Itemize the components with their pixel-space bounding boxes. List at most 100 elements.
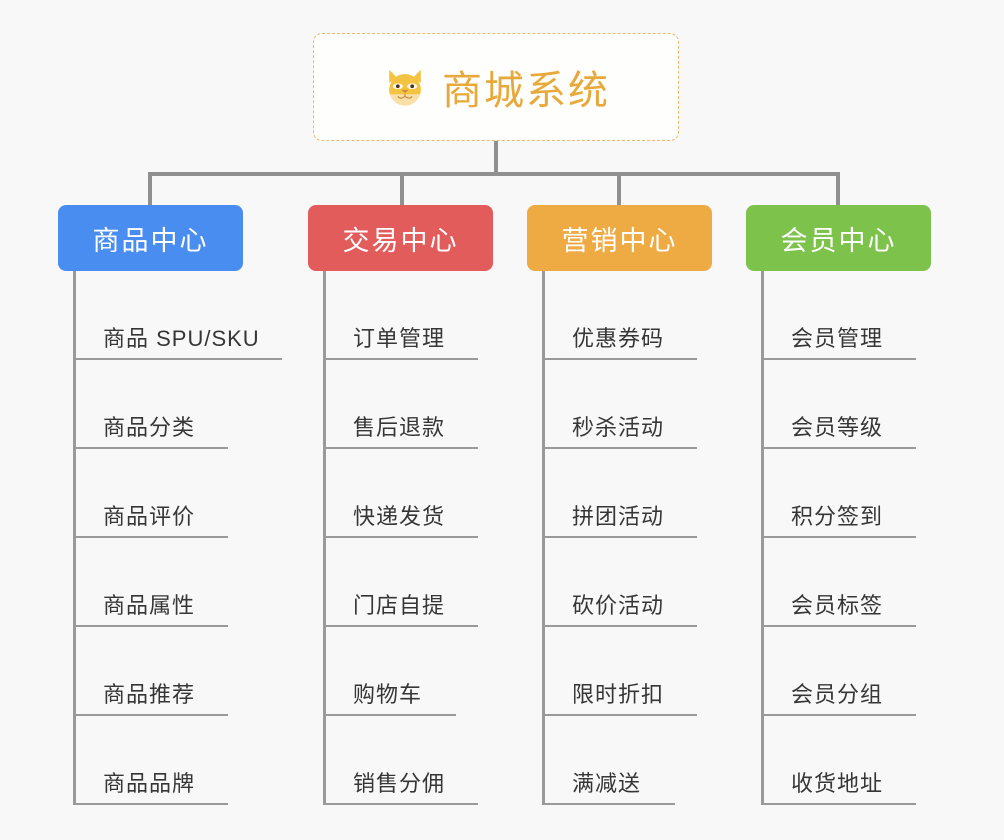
leaf-item[interactable]: 商品 SPU/SKU: [58, 271, 282, 360]
leaf-item-underline: [323, 714, 456, 716]
leaf-item-underline: [323, 447, 478, 449]
leaf-item[interactable]: 销售分佣: [308, 716, 493, 805]
leaf-item[interactable]: 优惠券码: [527, 271, 712, 360]
leaf-item[interactable]: 商品评价: [58, 449, 243, 538]
leaf-item[interactable]: 积分签到: [746, 449, 931, 538]
leaf-item-label: 售后退款: [353, 415, 446, 440]
leaf-item-text-wrap: 满减送: [542, 766, 671, 805]
branch-header-marketing-center[interactable]: 营销中心: [527, 205, 712, 271]
leaf-item-underline: [761, 714, 916, 716]
leaf-item-underline: [323, 803, 478, 805]
leaf-item-text-wrap: 门店自提: [323, 588, 475, 627]
leaf-item-label: 拼团活动: [572, 504, 665, 529]
leaf-item-text-wrap: 商品品牌: [73, 766, 225, 805]
leaf-item[interactable]: 商品推荐: [58, 627, 243, 716]
leaf-item-text-wrap: 秒杀活动: [542, 410, 694, 449]
leaf-item-text-wrap: 会员管理: [761, 321, 913, 360]
leaf-item-underline: [761, 536, 916, 538]
connector-drop-product-center: [148, 172, 152, 205]
leaf-item-text-wrap: 售后退款: [323, 410, 475, 449]
leaf-item-text-wrap: 购物车: [323, 677, 452, 716]
leaf-item-label: 商品属性: [103, 593, 196, 618]
leaf-item-underline: [542, 714, 697, 716]
leaf-item-label: 商品品牌: [103, 771, 196, 796]
branch-header-label: 营销中心: [561, 225, 678, 256]
leaf-item-underline: [761, 625, 916, 627]
leaf-item-text-wrap: 销售分佣: [323, 766, 475, 805]
leaf-item-underline: [542, 536, 697, 538]
leaf-item-label: 优惠券码: [572, 326, 665, 351]
connector-root-stem: [494, 141, 498, 174]
branch-header-member-center[interactable]: 会员中心: [746, 205, 931, 271]
leaf-item-text-wrap: 快递发货: [323, 499, 475, 538]
root-title: 商城系统: [442, 69, 610, 113]
leaf-item[interactable]: 秒杀活动: [527, 360, 712, 449]
leaf-item[interactable]: 门店自提: [308, 538, 493, 627]
leaf-item[interactable]: 收货地址: [746, 716, 931, 805]
branch-marketing-center: 营销中心优惠券码秒杀活动拼团活动砍价活动限时折扣满减送: [527, 205, 712, 805]
leaf-item[interactable]: 会员等级: [746, 360, 931, 449]
leaf-item-label: 商品评价: [103, 504, 196, 529]
leaf-item-underline: [761, 447, 916, 449]
leaf-item-underline: [73, 536, 228, 538]
leaf-item-label: 购物车: [353, 682, 423, 707]
leaf-item-label: 限时折扣: [572, 682, 665, 707]
branch-member-center: 会员中心会员管理会员等级积分签到会员标签会员分组收货地址: [746, 205, 931, 805]
leaf-item-underline: [323, 536, 478, 538]
branch-header-label: 会员中心: [780, 225, 897, 256]
leaf-item-underline: [323, 358, 478, 360]
leaf-item[interactable]: 拼团活动: [527, 449, 712, 538]
branch-header-product-center[interactable]: 商品中心: [58, 205, 243, 271]
leaf-item[interactable]: 快递发货: [308, 449, 493, 538]
branch-header-trade-center[interactable]: 交易中心: [308, 205, 493, 271]
leaf-item-label: 砍价活动: [572, 593, 665, 618]
leaf-item-underline: [761, 358, 916, 360]
branch-spine-product-center: [73, 271, 76, 805]
leaf-item[interactable]: 售后退款: [308, 360, 493, 449]
leaf-item-text-wrap: 砍价活动: [542, 588, 694, 627]
leaf-item[interactable]: 订单管理: [308, 271, 493, 360]
leaf-item[interactable]: 商品分类: [58, 360, 243, 449]
leaf-item-underline: [73, 447, 228, 449]
leaf-item-text-wrap: 积分签到: [761, 499, 913, 538]
leaf-item[interactable]: 会员管理: [746, 271, 931, 360]
leaf-item-underline: [542, 625, 697, 627]
leaf-list-product-center: 商品 SPU/SKU 商品分类商品评价商品属性商品推荐商品品牌: [58, 271, 282, 805]
leaf-item-underline: [542, 358, 697, 360]
leaf-item[interactable]: 商品品牌: [58, 716, 243, 805]
leaf-item-label: 商品分类: [103, 415, 196, 440]
leaf-item-underline: [73, 358, 282, 360]
connector-horizontal-bus: [150, 172, 840, 176]
branch-trade-center: 交易中心订单管理售后退款快递发货门店自提购物车销售分佣: [308, 205, 493, 805]
leaf-item-underline: [323, 625, 478, 627]
leaf-item[interactable]: 商品属性: [58, 538, 243, 627]
leaf-item[interactable]: 满减送: [527, 716, 712, 805]
leaf-item-text-wrap: 商品分类: [73, 410, 225, 449]
leaf-list-marketing-center: 优惠券码秒杀活动拼团活动砍价活动限时折扣满减送: [527, 271, 712, 805]
leaf-item[interactable]: 会员分组: [746, 627, 931, 716]
leaf-item[interactable]: 购物车: [308, 627, 493, 716]
leaf-item-label: 积分签到: [791, 504, 884, 529]
leaf-item-label: 满减送: [572, 771, 642, 796]
leaf-item-label: 会员分组: [791, 682, 884, 707]
leaf-item-label: 门店自提: [353, 593, 446, 618]
leaf-item[interactable]: 限时折扣: [527, 627, 712, 716]
branch-product-center: 商品中心商品 SPU/SKU 商品分类商品评价商品属性商品推荐商品品牌: [58, 205, 282, 805]
leaf-item[interactable]: 会员标签: [746, 538, 931, 627]
leaf-item-label: 销售分佣: [353, 771, 446, 796]
branch-spine-marketing-center: [542, 271, 545, 805]
root-node[interactable]: 商城系统: [313, 33, 679, 141]
leaf-item-text-wrap: 商品 SPU/SKU: [73, 321, 290, 360]
leaf-item-label: 会员管理: [791, 326, 884, 351]
leaf-item[interactable]: 砍价活动: [527, 538, 712, 627]
leaf-item-text-wrap: 商品属性: [73, 588, 225, 627]
branch-spine-member-center: [761, 271, 764, 805]
leaf-item-underline: [542, 447, 697, 449]
leaf-item-underline: [73, 714, 228, 716]
leaf-item-label: 快递发货: [353, 504, 446, 529]
leaf-item-text-wrap: 订单管理: [323, 321, 475, 360]
leaf-item-text-wrap: 会员分组: [761, 677, 913, 716]
branch-header-label: 商品中心: [92, 225, 209, 256]
leaf-item-text-wrap: 拼团活动: [542, 499, 694, 538]
branch-spine-trade-center: [323, 271, 326, 805]
